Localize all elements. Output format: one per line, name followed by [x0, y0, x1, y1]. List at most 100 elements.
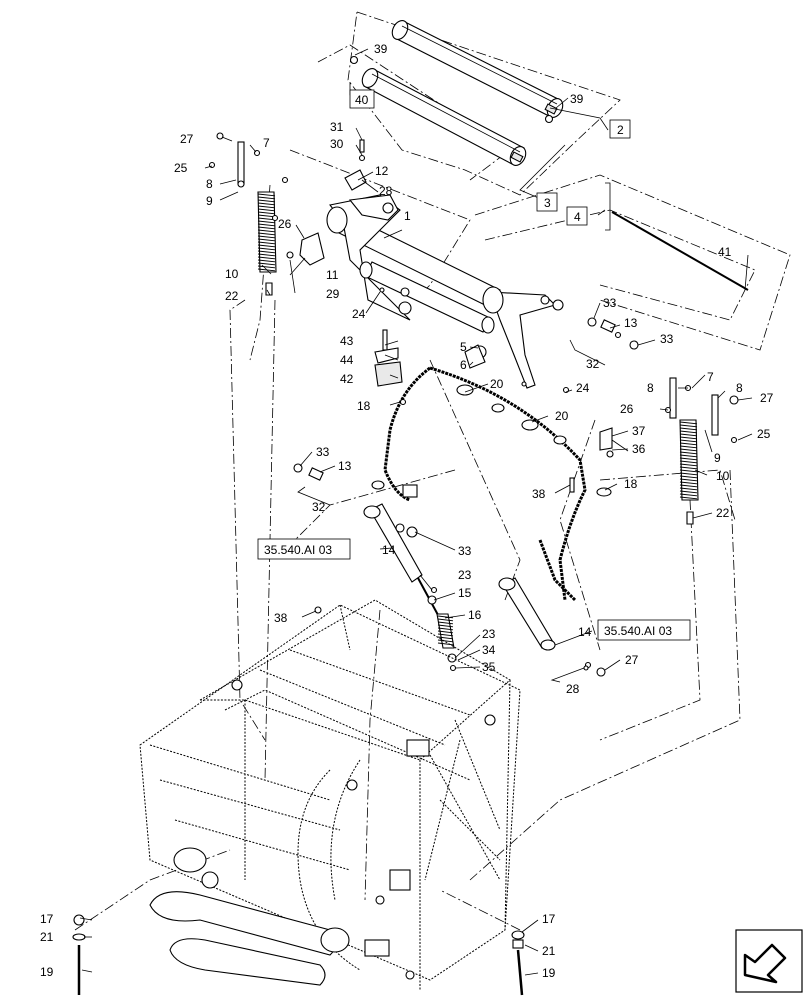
spring-coil: [257, 253, 276, 257]
callout-33-left: 33: [316, 445, 330, 459]
right-pivot-hardware: [552, 299, 639, 350]
callout-10-left: 10: [225, 267, 239, 281]
spring-coil: [437, 636, 454, 640]
baler-frame: [139, 599, 521, 990]
callout-19-right: 19: [542, 966, 556, 980]
callout-12: 12: [375, 164, 389, 178]
spring-coil: [679, 445, 698, 449]
callout-43: 43: [340, 334, 354, 348]
callout-7-right: 7: [707, 370, 714, 384]
spring-coil: [437, 630, 454, 634]
callout-34: 34: [482, 643, 496, 657]
boxed-callout-2: 2: [617, 123, 624, 137]
callout-13-left: 13: [338, 459, 352, 473]
callout-28-top: 28: [379, 184, 393, 198]
spring-coil: [679, 463, 698, 467]
callout-23-bottom: 23: [482, 627, 496, 641]
callout-9-right: 9: [714, 451, 721, 465]
next-page-arrow-icon[interactable]: [735, 929, 803, 993]
spring-coil: [679, 457, 698, 461]
spring-coil: [437, 642, 454, 646]
spring-coil: [257, 220, 276, 224]
right-stud-assembly: [511, 930, 525, 996]
spring-coil: [257, 232, 276, 236]
callout-37: 37: [632, 424, 646, 438]
spring-coil: [679, 484, 698, 488]
callout-1: 1: [404, 209, 411, 223]
spring-coil: [437, 627, 454, 631]
callout-39-right: 39: [570, 92, 584, 106]
callout-27-right-a: 27: [760, 391, 774, 405]
callout-20-mid: 20: [555, 409, 569, 423]
spring-coil: [679, 496, 698, 500]
callout-18-right: 18: [624, 477, 638, 491]
spring-coil: [679, 448, 698, 452]
callout-9-left: 9: [206, 194, 213, 208]
callout-22-right: 22: [716, 506, 730, 520]
spring-coil: [679, 442, 698, 446]
boxed-callouts: 40 2 3 4: [349, 89, 631, 226]
left-spring-bracket: [271, 214, 325, 266]
upper-clamp: [344, 139, 367, 191]
callout-33-top: 33: [603, 296, 617, 310]
callout-24-right: 24: [576, 381, 590, 395]
callout-13-top: 13: [624, 316, 638, 330]
reference-link-right[interactable]: 35.540.AI 03: [604, 624, 672, 638]
spring-coil: [257, 247, 276, 251]
spring-coil: [679, 469, 698, 473]
spring-coil: [257, 196, 276, 200]
boxed-callout-40: 40: [355, 93, 369, 107]
callout-36: 36: [632, 442, 646, 456]
callout-24-left: 24: [352, 307, 366, 321]
callout-8-right-b: 8: [736, 381, 743, 395]
callout-numbers: 39 39 31 30 12 28 27 7 25 8 9 26 1 10 11…: [40, 42, 774, 980]
callout-25-left: 25: [174, 161, 188, 175]
callout-5: 5: [460, 340, 467, 354]
callout-28-bottom: 28: [566, 682, 580, 696]
callout-19-left: 19: [40, 965, 54, 979]
spring-coil: [679, 481, 698, 485]
callout-31: 31: [330, 120, 344, 134]
callout-21-right: 21: [542, 944, 556, 958]
callout-10-right: 10: [716, 469, 730, 483]
callout-18-top: 18: [357, 399, 371, 413]
hydraulic-lines: [371, 366, 587, 602]
reference-links[interactable]: 35.540.AI 03 35.540.AI 03: [257, 538, 691, 641]
callout-20-top: 20: [490, 377, 504, 391]
right-spring: [664, 377, 739, 525]
spring-coil: [679, 478, 698, 482]
callout-15: 15: [458, 586, 472, 600]
spring-coil: [257, 205, 276, 209]
callout-8-left: 8: [206, 177, 213, 191]
callout-16: 16: [468, 608, 482, 622]
spring-coil: [257, 193, 276, 197]
callout-33-mid: 33: [458, 544, 472, 558]
left-hydraulic-cylinder: [293, 463, 439, 616]
spring-coil: [257, 226, 276, 230]
spring-coil: [437, 621, 454, 625]
callout-17-left: 17: [40, 912, 54, 926]
spring-coil: [679, 451, 698, 455]
spring-coil: [679, 427, 698, 431]
spring-coil: [257, 265, 276, 269]
spring-coil: [257, 235, 276, 239]
roller-bearings: [349, 55, 554, 124]
spring-coil: [257, 256, 276, 260]
spring-coil: [257, 214, 276, 218]
spring-coil: [437, 618, 454, 622]
spring-coil: [257, 259, 276, 263]
callout-29: 29: [326, 287, 340, 301]
callout-23-top: 23: [458, 568, 472, 582]
callout-44: 44: [340, 353, 354, 367]
spring-coil: [679, 421, 698, 425]
spring-coil: [679, 487, 698, 491]
spring-coil: [437, 624, 454, 628]
spring-coil: [679, 493, 698, 497]
spring-coil: [257, 211, 276, 215]
callout-26-left: 26: [278, 217, 292, 231]
spring-coil: [679, 460, 698, 464]
spring-coil: [679, 490, 698, 494]
reference-link-left[interactable]: 35.540.AI 03: [264, 543, 332, 557]
callout-27-right-b: 27: [625, 653, 639, 667]
